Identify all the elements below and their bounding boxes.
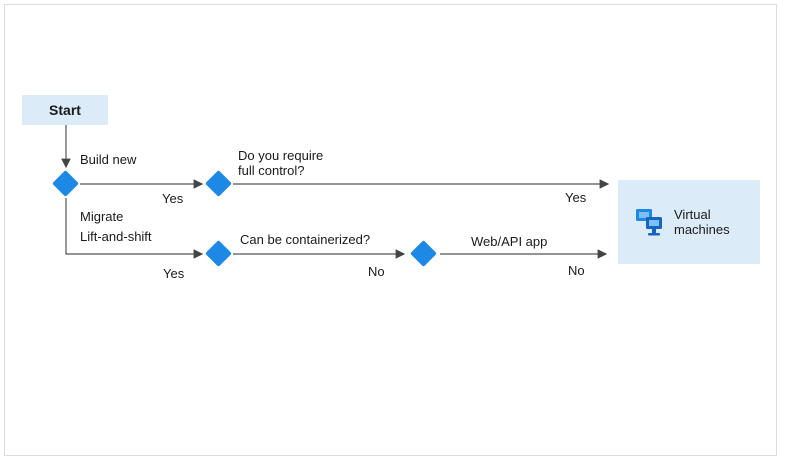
full-control-question-line1: Do you require <box>238 148 324 163</box>
virtual-machines-node: Virtual machines <box>618 180 760 264</box>
migrate-label: Migrate <box>80 209 124 224</box>
virtual-machines-line1: Virtual <box>674 207 711 222</box>
start-node: Start <box>22 95 108 125</box>
lift-and-shift-label: Lift-and-shift <box>80 229 152 244</box>
build-new-yes-label: Yes <box>162 191 184 206</box>
virtual-machines-label: Virtual machines <box>674 207 730 237</box>
lift-and-shift-yes-label: Yes <box>163 266 185 281</box>
web-api-question-label: Web/API app <box>471 234 548 249</box>
web-api-no-label: No <box>568 263 585 278</box>
build-new-label: Build new <box>80 152 137 167</box>
full-control-question-line2: full control? <box>238 163 305 178</box>
migrate-line <box>65 198 204 259</box>
containerized-no-label: No <box>368 264 385 279</box>
start-label: Start <box>49 102 81 118</box>
containerized-question-label: Can be containerized? <box>240 232 371 247</box>
full-control-yes-label: Yes <box>565 190 587 205</box>
virtual-machines-line2: machines <box>674 222 730 237</box>
virtual-machines-icon <box>634 205 668 239</box>
